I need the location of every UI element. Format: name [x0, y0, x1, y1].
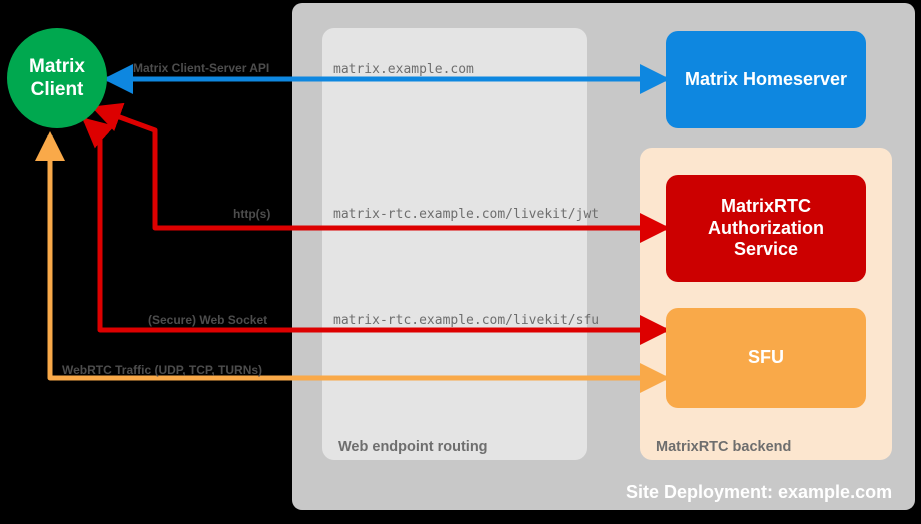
- auth-service-label-line1: MatrixRTC: [720, 195, 811, 216]
- flow-label-client-server-api: Matrix Client-Server API: [133, 61, 270, 75]
- node-matrix-homeserver[interactable]: Matrix Homeserver: [666, 31, 866, 128]
- web-endpoint-routing-caption: Web endpoint routing: [338, 439, 488, 455]
- auth-service-label-line3: Service: [733, 239, 799, 260]
- arrow-https-to-client: [91, 102, 158, 228]
- flow-label-websocket: (Secure) Web Socket: [148, 313, 268, 327]
- flow-label-https: http(s): [233, 207, 271, 221]
- sfu-endpoint-label: matrix-rtc.example.com/livekit/sfu: [333, 313, 600, 328]
- matrixrtc-backend-caption: MatrixRTC backend: [656, 439, 792, 455]
- node-sfu[interactable]: SFU: [666, 308, 866, 408]
- matrix-client-label-line2: Client: [30, 79, 84, 100]
- web-endpoint-routing-container: [322, 28, 587, 460]
- node-matrix-client[interactable]: Matrix Client: [7, 28, 107, 128]
- arrow-websocket-to-client: [81, 117, 115, 330]
- matrix-endpoint-label: matrix.example.com: [333, 62, 474, 77]
- matrix-homeserver-label: Matrix Homeserver: [684, 68, 848, 89]
- auth-service-label-line2: Authorization: [708, 217, 824, 238]
- flow-label-webrtc: WebRTC Traffic (UDP, TCP, TURNs): [62, 363, 263, 377]
- node-matrixrtc-authorization-service[interactable]: MatrixRTC Authorization Service: [666, 175, 866, 282]
- jwt-endpoint-label: matrix-rtc.example.com/livekit/jwt: [333, 207, 600, 222]
- site-deployment-title: Site Deployment: example.com: [626, 482, 893, 502]
- sfu-label: SFU: [748, 347, 784, 368]
- matrix-client-label-line1: Matrix: [29, 55, 85, 77]
